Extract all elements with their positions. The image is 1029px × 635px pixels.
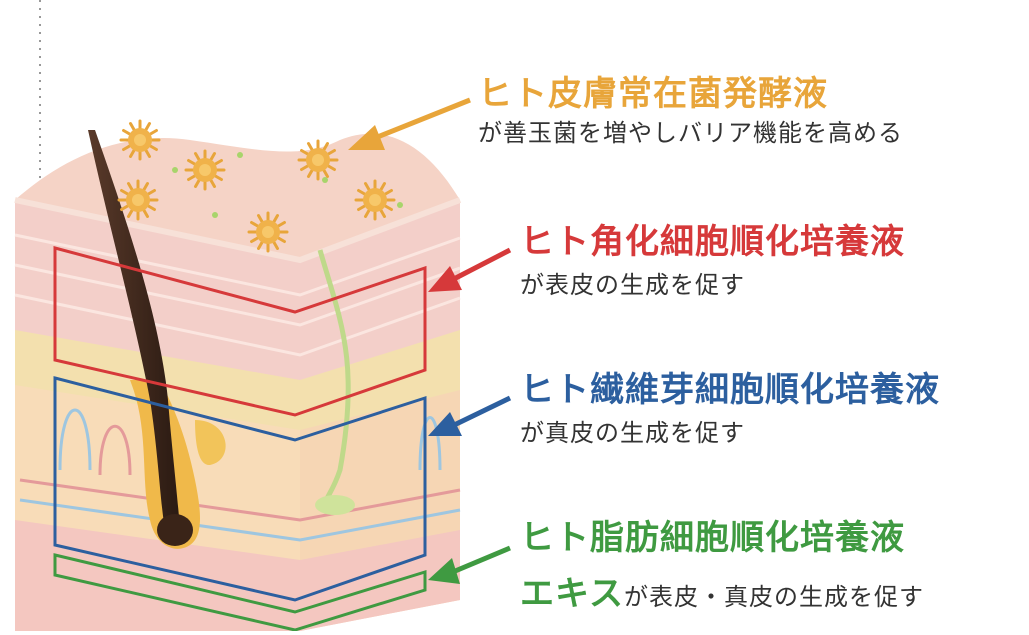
label-adipocyte-title: ヒト脂肪細胞順化培養液: [520, 518, 905, 558]
cell-texture: [14, 233, 461, 357]
hair-shaft: [88, 130, 180, 530]
label-fibroblast-title: ヒト繊維芽細胞順化培養液: [520, 370, 940, 410]
bacterium-icon: [247, 211, 289, 253]
sweat-gland-coil: [315, 495, 355, 515]
label-keratinocyte-subtitle: が表皮の生成を促す: [520, 271, 745, 299]
label-ferment-title: ヒト皮膚常在菌発酵液: [478, 74, 828, 114]
label-fibroblast: ヒト繊維芽細胞順化培養液 が真皮の生成を促す: [520, 370, 940, 448]
label-ferment-subtitle: が善玉菌を増やしバリア機能を高める: [478, 119, 903, 147]
hair-bulb: [157, 514, 193, 546]
label-adipocyte-subtitle: が表皮・真皮の生成を促す: [623, 583, 924, 611]
bacteria-group: [117, 119, 396, 253]
green-dots: [172, 152, 403, 218]
label-adipocyte: ヒト脂肪細胞順化培養液 エキスが表皮・真皮の生成を促す: [520, 518, 924, 615]
capillaries: [19, 408, 461, 542]
subcutis-highlight-box: [53, 553, 427, 632]
sebaceous-gland: [195, 420, 226, 466]
label-adipocyte-subtitle-prefix: エキス: [520, 574, 624, 614]
bacterium-icon: [184, 149, 226, 191]
arrows: [348, 97, 512, 584]
dermis-highlight-box: [53, 376, 427, 602]
bacterium-icon: [117, 179, 159, 221]
bacterium-icon: [354, 179, 396, 221]
label-adipocyte-subtitle-line: エキスが表皮・真皮の生成を促す: [520, 566, 924, 615]
label-fibroblast-subtitle: が真皮の生成を促す: [520, 419, 745, 447]
bacterium-icon: [119, 119, 161, 161]
label-keratinocyte-title: ヒト角化細胞順化培養液: [520, 222, 905, 262]
subcutaneous-layer: [15, 520, 460, 631]
bacterium-icon: [297, 139, 339, 181]
epidermis-highlight-box: [53, 246, 427, 417]
label-ferment: ヒト皮膚常在菌発酵液 が善玉菌を増やしバリア機能を高める: [478, 74, 903, 148]
skin-surface: [15, 133, 460, 260]
label-keratinocyte: ヒト角化細胞順化培養液 が表皮の生成を促す: [520, 222, 905, 300]
